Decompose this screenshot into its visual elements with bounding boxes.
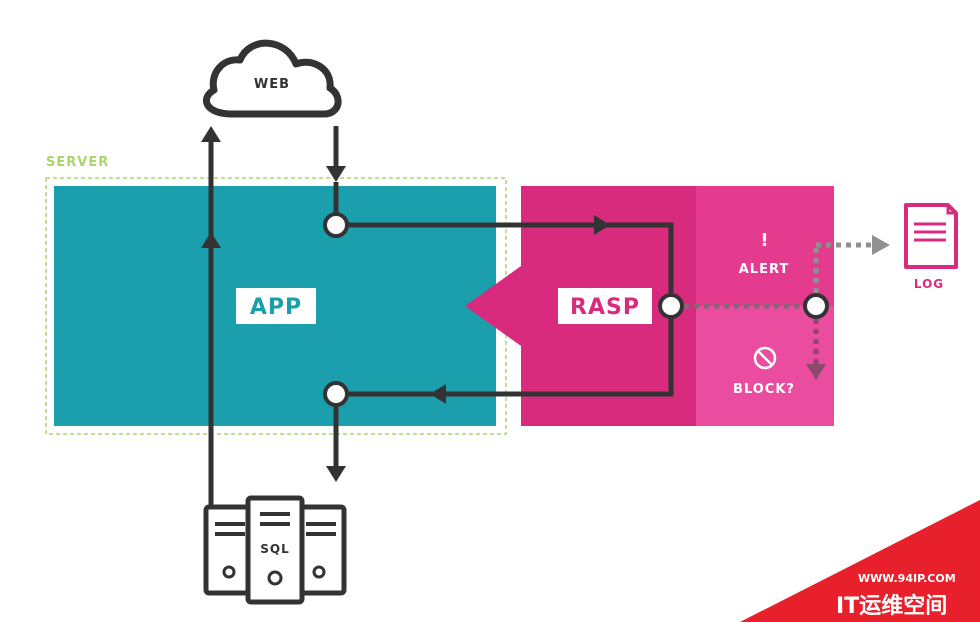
sql-to-web-arrowhead-mid [201,232,221,248]
block-label: BLOCK? [733,382,795,397]
cloud-icon [202,39,342,118]
watermark-triangle [740,500,980,622]
rasp-notch [465,266,521,346]
app-to-rasp-line [336,222,674,293]
web-label: WEB [254,77,290,92]
rasp-to-app-arrowhead [430,384,446,404]
junction-app-out [323,381,349,407]
web-to-app-arrowhead [326,166,346,182]
junction-app-in [323,212,349,238]
block-arrowhead [806,364,826,380]
app-label-box [236,288,316,324]
junction-rasp [658,293,684,319]
log-label: LOG [914,277,944,291]
app-label: APP [250,295,302,320]
app-to-rasp-arrowhead [594,215,610,235]
watermark-url: WWW.94IP.COM [858,572,956,585]
server-label: SERVER [46,155,109,170]
rasp-label: RASP [570,295,640,320]
rasp-label-box [558,288,652,324]
block-icon [753,346,777,370]
alert-label: ALERT [739,262,790,277]
alert-symbol: ! [760,230,769,251]
alert-panel [696,186,834,306]
sql-label: SQL [260,542,290,556]
log-arrowhead [872,235,890,255]
sql-to-web-arrowhead-top [201,126,221,142]
junction-decision [803,293,829,319]
app-to-sql-arrowhead [326,466,346,482]
watermark-name: IT运维空间 [836,593,947,619]
rasp-to-app-line [348,318,674,397]
document-icon [904,203,958,269]
server-rack-icon [203,495,347,605]
